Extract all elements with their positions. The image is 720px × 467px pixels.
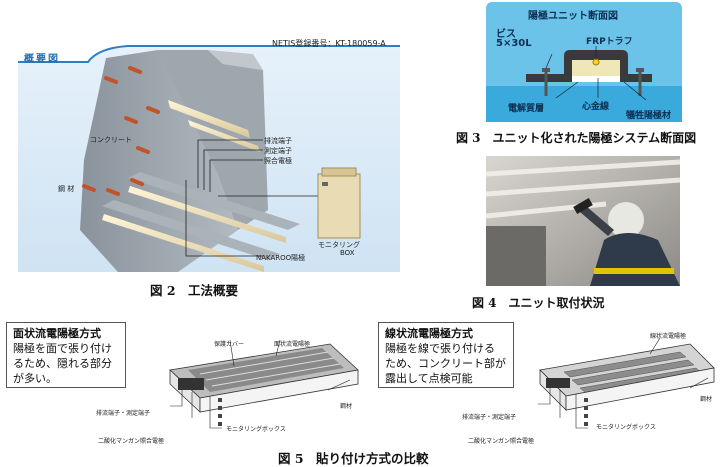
- fig5-left-monitor-box: モニタリングボックス: [226, 426, 286, 433]
- fig3-frp-label: FRPトラフ: [586, 37, 633, 47]
- fig3-screw-label: ビス: [496, 29, 516, 40]
- fig5-left-electrode: 二酸化マンガン照合電極: [98, 438, 165, 445]
- fig5-right-monitor-box: モニタリングボックス: [596, 424, 656, 431]
- fig5-right-steel: 鋼材: [700, 396, 713, 403]
- fig5-right-diagram: [500, 330, 716, 446]
- fig5-left-steel: 鋼材: [340, 403, 353, 410]
- fig5-left-title: 面状流電陽極方式: [13, 327, 101, 340]
- fig5-left-protect-cover: 保護カバー: [214, 341, 245, 348]
- fig5-right-electrode: 二酸化マンガン照合電極: [468, 438, 535, 445]
- fig5-right-line-2: ため、コンクリート部が: [385, 357, 506, 370]
- fig5-left-line-3: が多い。: [13, 372, 57, 385]
- fig3-electrolyte-label: 電解質層: [508, 104, 545, 114]
- fig3-caption: 図 3 ユニット化された陽極システム断面図: [456, 131, 697, 145]
- fig5-left-line-1: 陽極を面で張り付け: [13, 342, 112, 355]
- fig2-netis: NETIS登録番号：KT-180059-A: [272, 39, 386, 48]
- installation-photo-image: [486, 156, 680, 286]
- fig5-left-terminals: 排流端子・測定端子: [96, 410, 151, 417]
- fig2-caption: 図 2 工法概要: [150, 283, 239, 298]
- fig2-label-drain: 排流端子: [264, 137, 292, 145]
- fig5-left-line-2: るため、隠れる部分: [13, 357, 112, 370]
- fig3-panel: [486, 2, 682, 122]
- fig3-core-wire-label: 心金線: [582, 102, 610, 112]
- fig5-right-anode: 線状流電陽極: [650, 333, 687, 340]
- fig3-sacrificial-label: 犠牲陽極材: [626, 111, 672, 121]
- fig2-tag: 概要図: [24, 54, 60, 65]
- fig5-left-textbox: 面状流電陽極方式 陽極を面で張り付け るため、隠れる部分 が多い。: [6, 322, 126, 388]
- fig3-header: 陽極ユニット断面図: [528, 11, 618, 22]
- fig2-panel: [18, 40, 400, 272]
- fig5-right-line-3: 露出して点検可能: [385, 372, 473, 385]
- fig5-right-title: 線状流電陽極方式: [385, 327, 473, 340]
- fig2-label-reference: 照合電極: [264, 157, 292, 165]
- fig4-caption: 図 4 ユニット取付状況: [472, 296, 605, 310]
- fig2-label-anode: NAKAROO陽極: [256, 254, 306, 262]
- fig3-screw-size: 5×30L: [496, 38, 532, 49]
- fig5-right-terminals: 排流端子・測定端子: [462, 414, 517, 421]
- fig5-right-line-1: 陽極を線で張り付ける: [385, 342, 495, 355]
- fig5-right-illustration: [538, 337, 715, 429]
- fig2-label-rebar: 鋼 材: [58, 185, 75, 193]
- fig5-right-textbox: 線状流電陽極方式 陽極を線で張り付ける ため、コンクリート部が 露出して点検可能: [378, 322, 514, 388]
- fig4-photo: [486, 156, 680, 286]
- fig2-label-concrete: コンクリート: [90, 136, 132, 144]
- fig2-label-box: BOX: [340, 249, 355, 257]
- fig2-illustration: [18, 45, 400, 272]
- fig5-left-anode: 面状流電陽極: [274, 341, 311, 348]
- fig2-label-monitoring: モニタリング: [318, 241, 360, 249]
- fig5-caption: 図 5 貼り付け方式の比較: [278, 451, 429, 466]
- fig2-label-measure: 測定端子: [264, 147, 292, 155]
- fig5-left-diagram: [130, 330, 360, 446]
- fig3-illustration: [486, 2, 682, 122]
- fig5-left-illustration: [169, 339, 359, 429]
